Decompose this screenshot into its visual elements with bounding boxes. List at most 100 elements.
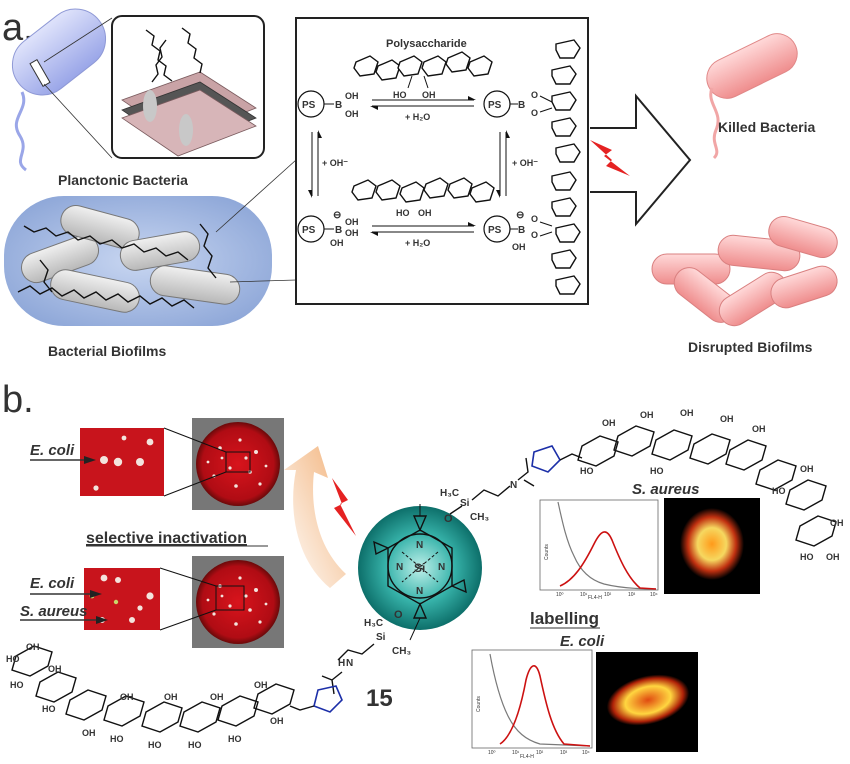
oh-u12: OH xyxy=(826,552,840,562)
micrograph-saureus xyxy=(664,498,760,594)
tick-s-2: 10¹ xyxy=(580,592,588,598)
oh-label-mid: OH xyxy=(418,208,432,218)
agar-plate-top xyxy=(192,418,284,510)
ecoli-label-3: E. coli xyxy=(560,633,605,650)
oh-l7: OH xyxy=(82,728,96,738)
triazole-lower xyxy=(313,685,343,713)
n-lower-amide: N xyxy=(346,658,353,669)
oh-l2: HO xyxy=(6,654,20,664)
ecoli-label-2: E. coli xyxy=(30,575,75,592)
biofilms-label: Bacterial Biofilms xyxy=(48,343,166,359)
oh-u6: HO xyxy=(580,466,594,476)
ps-bl: PS xyxy=(302,225,316,236)
boronic-ester-scheme: Polysaccharide HO OH PS B OH OH + H₂O PS… xyxy=(295,17,589,305)
disrupted-label: Disrupted Biofilms xyxy=(688,339,813,355)
oh-bl-3: OH xyxy=(330,238,344,248)
tick-e-1: 10⁰ xyxy=(488,750,496,756)
b-tl: B xyxy=(335,100,342,111)
b-tr: B xyxy=(518,100,525,111)
oh-u5: OH xyxy=(752,424,766,434)
oh-u2: OH xyxy=(640,410,654,420)
oh-l9: OH xyxy=(210,692,224,702)
tick-s-1: 10⁰ xyxy=(556,592,564,598)
inactivation-arrow xyxy=(284,446,346,588)
ecoli-label-1: E. coli xyxy=(30,442,75,459)
o-top-axial: O xyxy=(444,513,453,525)
light-bolt-icon-b xyxy=(332,478,356,536)
tick-e-3: 10² xyxy=(536,750,544,756)
membrane-inset xyxy=(111,15,265,159)
tick-e-2: 10¹ xyxy=(512,750,520,756)
ps-tr: PS xyxy=(488,100,502,111)
oh-l10: OH xyxy=(254,680,268,690)
o-bottom-axial: O xyxy=(394,609,403,621)
h-lower: H xyxy=(338,658,345,669)
agar-plate-bottom xyxy=(192,556,284,648)
oh-u10: OH xyxy=(830,518,844,528)
o-tr-2: O xyxy=(531,108,538,118)
fl4-axis-s: FL4-H xyxy=(588,595,602,601)
panel-b-label: b. xyxy=(2,379,34,421)
compound-number: 15 xyxy=(366,685,393,712)
ho-label-top: HO xyxy=(393,90,407,100)
h2o-top: + H₂O xyxy=(405,112,430,122)
oh-bl-1: OH xyxy=(345,217,359,227)
o-br-1: O xyxy=(531,214,538,224)
micrograph-ecoli xyxy=(596,652,698,752)
ch3-upper: CH₃ xyxy=(470,512,489,523)
oh-u8: OH xyxy=(800,464,814,474)
tick-s-4: 10³ xyxy=(628,592,636,598)
oh-l1: OH xyxy=(26,642,40,652)
si-lower: Si xyxy=(376,632,386,643)
oh-u7: HO xyxy=(650,466,664,476)
oh-minus-right: + OH⁻ xyxy=(512,158,538,168)
n-left: N xyxy=(396,562,403,573)
minus-br: ⊖ xyxy=(516,210,524,221)
oh-l14: HO xyxy=(228,734,242,744)
oh-u4: OH xyxy=(720,414,734,424)
oh-l3: OH xyxy=(48,664,62,674)
h3c-lower: H₃C xyxy=(364,618,383,629)
oh-l15: OH xyxy=(270,716,284,726)
si-upper: Si xyxy=(460,498,470,509)
oh-br: OH xyxy=(512,242,526,252)
lower-oligosaccharide xyxy=(11,645,295,733)
n-bottom: N xyxy=(416,586,423,597)
oh-minus-left: + OH⁻ xyxy=(322,158,348,168)
oh-l6: HO xyxy=(42,704,56,714)
oh-l4: HO xyxy=(10,680,24,690)
biofilm-illustration xyxy=(4,196,272,326)
killed-label: Killed Bacteria xyxy=(718,119,815,135)
ch3-lower: CH₃ xyxy=(392,646,411,657)
triazole-upper xyxy=(531,445,561,473)
oh-l5: OH xyxy=(120,692,134,702)
counts-axis-s: Counts xyxy=(544,544,550,560)
upper-oligosaccharide xyxy=(577,425,837,547)
planctonic-label: Planctonic Bacteria xyxy=(58,172,188,188)
labelling-label: labelling xyxy=(530,609,599,628)
oh-u3: OH xyxy=(680,408,694,418)
saureus-label-2: S. aureus xyxy=(632,481,700,498)
ps-tl: PS xyxy=(302,100,316,111)
h2o-bottom: + H₂O xyxy=(405,238,430,248)
n-top: N xyxy=(416,540,423,551)
counts-axis-e: Counts xyxy=(476,696,482,712)
tick-e-4: 10³ xyxy=(560,750,568,756)
photosensitizer-glow xyxy=(358,506,482,630)
n-upper-amide: N xyxy=(510,480,517,491)
ho-label-mid: HO xyxy=(396,208,410,218)
oh-label-top: OH xyxy=(422,90,436,100)
light-bolt-icon xyxy=(590,140,630,176)
oh-tl-1: OH xyxy=(345,91,359,101)
minus-bl: ⊖ xyxy=(333,210,341,221)
oh-u11: HO xyxy=(800,552,814,562)
oh-l13: HO xyxy=(188,740,202,750)
ps-br: PS xyxy=(488,225,502,236)
b-bl: B xyxy=(335,225,342,236)
saureus-label-1: S. aureus xyxy=(20,603,88,620)
polysaccharide-label: Polysaccharide xyxy=(386,38,467,50)
o-br-2: O xyxy=(531,230,538,240)
oh-bl-2: OH xyxy=(345,228,359,238)
tick-e-5: 10⁴ xyxy=(582,750,590,756)
